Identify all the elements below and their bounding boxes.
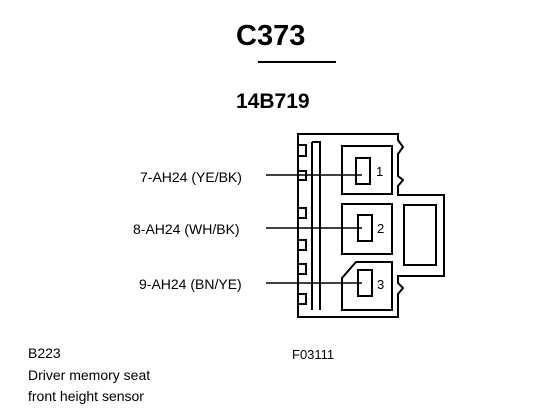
terminal-housing-2 — [341, 203, 393, 255]
terminal-housing-3 — [341, 261, 393, 311]
connector-left-notches — [298, 144, 307, 305]
terminal-housing-1 — [341, 145, 393, 195]
component-name-line-1: Driver memory seat — [28, 367, 151, 383]
component-code: B223 — [28, 345, 61, 361]
connector-body-outline — [297, 133, 445, 318]
wire-label-pin-3: 9-AH24 (BN/YE) — [139, 276, 242, 292]
pin-number-3: 3 — [377, 277, 384, 292]
part-number: 14B719 — [236, 90, 310, 113]
connector-cavity-outline — [311, 141, 321, 310]
terminal-pin-1 — [355, 157, 371, 185]
locking-tab — [403, 204, 437, 266]
pin-number-2: 2 — [377, 221, 384, 236]
figure-code: F03111 — [292, 347, 335, 362]
pin-number-1: 1 — [376, 164, 383, 179]
wire-label-pin-1: 7-AH24 (YE/BK) — [140, 169, 242, 185]
component-name-line-2: front height sensor — [28, 388, 144, 404]
wire-label-pin-2: 8-AH24 (WH/BK) — [133, 221, 240, 237]
connector-id: C373 — [236, 20, 306, 52]
connector-id-underline — [258, 61, 336, 63]
